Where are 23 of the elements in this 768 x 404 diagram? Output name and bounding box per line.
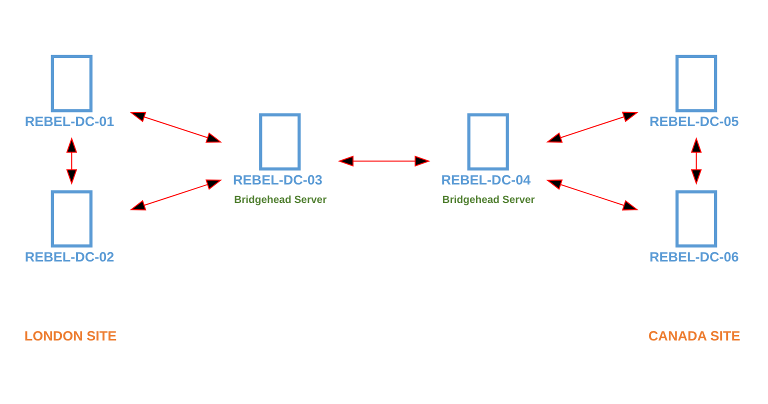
node-box xyxy=(467,112,509,170)
arrow xyxy=(338,155,430,166)
node-label: Bridgehead Server xyxy=(234,194,327,206)
node-label: REBEL-DC-05 xyxy=(649,114,739,129)
label: CANADA SITE xyxy=(648,328,740,344)
node-box xyxy=(259,112,301,170)
node-box xyxy=(676,190,718,248)
arrow xyxy=(546,111,638,142)
arrow xyxy=(546,179,638,210)
node-box xyxy=(676,54,718,112)
node-label: REBEL-DC-02 xyxy=(24,248,114,264)
arrow xyxy=(130,111,222,142)
node-label: REBEL-DC-06 xyxy=(649,248,739,264)
node-label: REBEL-DC-01 xyxy=(24,114,114,129)
node-label: REBEL-DC-03 xyxy=(233,172,322,187)
arrow xyxy=(690,136,702,184)
arrow xyxy=(130,178,222,210)
arrow xyxy=(66,136,78,184)
node-label: Bridgehead Server xyxy=(442,194,535,206)
node-label: REBEL-DC-04 xyxy=(441,172,531,187)
node-box xyxy=(50,54,92,112)
node-box xyxy=(50,190,92,248)
label: LONDON SITE xyxy=(24,328,117,344)
